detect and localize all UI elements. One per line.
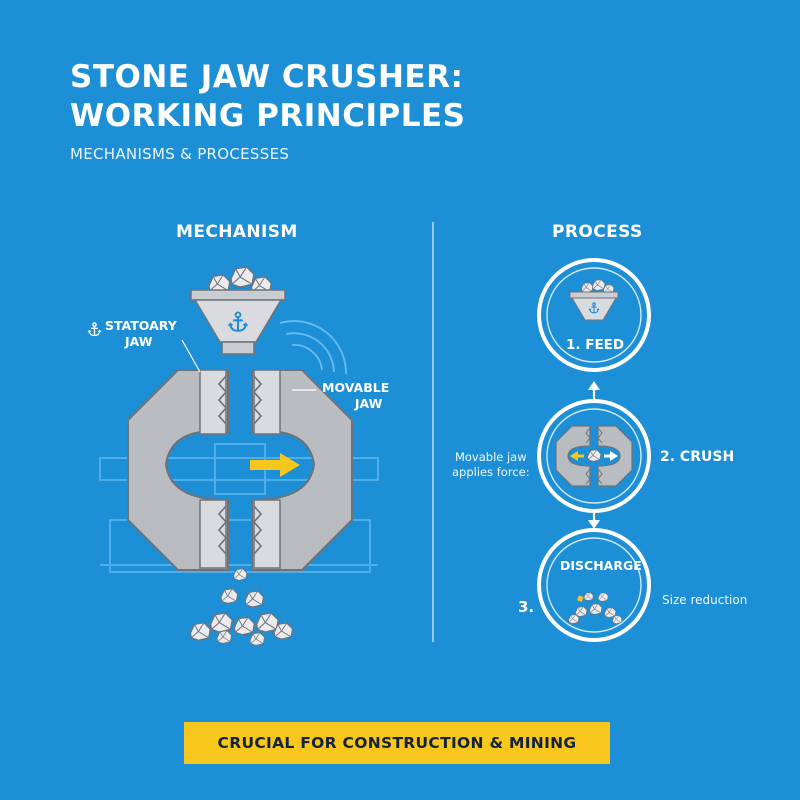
- vibration-rings: [279, 320, 347, 375]
- mechanism-heading: MECHANISM: [176, 222, 298, 242]
- stationary-jaw-label: STATOARY JAW: [105, 318, 177, 350]
- arrow-up-icon: [588, 381, 600, 400]
- hopper-icon: [190, 289, 286, 355]
- crush-note-line2: applies force:: [452, 465, 530, 479]
- stationary-leader: [181, 339, 201, 373]
- process-heading: PROCESS: [552, 222, 643, 242]
- page-title: STONE JAW CRUSHER: WORKING PRINCIPLES: [70, 58, 466, 136]
- section-divider: [432, 222, 434, 642]
- stationary-jaw-label-line2: JAW: [125, 334, 153, 349]
- movable-jaw: [251, 369, 353, 571]
- discharge-label: DISCHARGE: [560, 558, 642, 573]
- bottom-banner: CRUCIAL FOR CONSTRUCTION & MINING: [184, 722, 610, 764]
- movable-jaw-label: MOVABLE JAW: [322, 380, 389, 412]
- crush-note: Movable jaw applies force:: [452, 450, 530, 480]
- anchor-icon: [87, 322, 102, 337]
- discharge-number: 3.: [518, 598, 535, 616]
- feed-label: 1. FEED: [566, 337, 625, 353]
- title-line-2: WORKING PRINCIPLES: [70, 98, 466, 134]
- page-subtitle: MECHANISMS & PROCESSES: [70, 145, 290, 163]
- stationary-jaw-label-line1: STATOARY: [105, 318, 177, 333]
- arrow-down-icon: [588, 512, 600, 529]
- discharge-note: Size reduction: [662, 593, 748, 607]
- movable-jaw-label-line1: MOVABLE: [322, 380, 390, 395]
- discharge-rocks: [189, 568, 294, 646]
- arrow-right-icon: [250, 453, 300, 477]
- title-line-1: STONE JAW CRUSHER:: [70, 59, 464, 95]
- crush-label: 2. CRUSH: [660, 449, 735, 465]
- crush-note-line1: Movable jaw: [454, 450, 527, 464]
- stationary-jaw: [127, 369, 229, 571]
- discharge-step-circle: [537, 528, 651, 642]
- crush-step-circle: [537, 399, 651, 513]
- feed-step-circle: [537, 258, 651, 372]
- movable-jaw-label-line2: JAW: [354, 396, 383, 411]
